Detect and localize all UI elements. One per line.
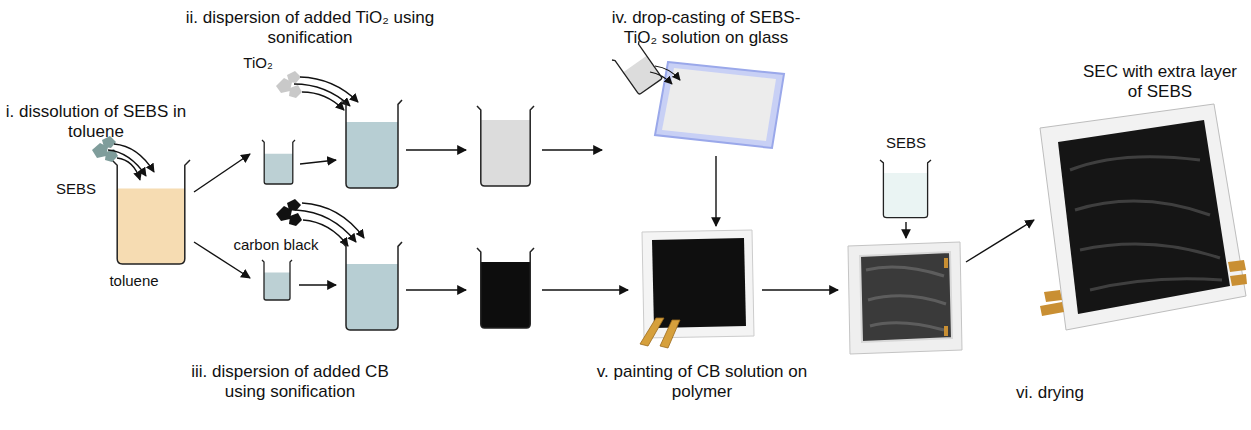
pouring-beaker (612, 41, 664, 96)
step-caption: vi. drying (995, 383, 1105, 403)
flow-arrow (542, 289, 628, 290)
beaker-sonication (342, 242, 402, 330)
flow-arrow (542, 149, 602, 150)
pour-arrow (655, 66, 680, 80)
coated-electrode (848, 242, 962, 354)
beaker-sebs (880, 160, 931, 218)
beaker-small (262, 140, 295, 184)
flow-arrow (406, 149, 466, 150)
step-caption: iii. dispersion of added CB using sonifi… (190, 362, 390, 402)
material-label: carbon black (226, 236, 326, 254)
beaker-sonication (342, 100, 402, 188)
result-caption: SEC with extra layer of SEBS (1074, 62, 1246, 102)
flow-arrow (299, 284, 336, 285)
material-label: toluene (89, 272, 179, 290)
pour-arrow (302, 203, 364, 238)
step-caption: v. painting of CB solution on polymer (595, 362, 810, 402)
material-label: SEBS (876, 134, 936, 152)
pour-arrow (302, 92, 344, 110)
carbon-black-powder (276, 199, 302, 226)
beaker-small (262, 260, 292, 300)
step-caption: ii. dispersion of added TiO₂ using sonif… (160, 8, 460, 48)
beaker-toluene (112, 160, 190, 264)
painted-electrode (640, 230, 754, 348)
beaker-sebs-tio2 (477, 106, 534, 186)
pour-arrow (650, 72, 672, 84)
flow-arrow (715, 156, 716, 226)
flow-arrow (300, 160, 336, 164)
flow-arrow (905, 222, 906, 238)
pour-arrow (108, 150, 146, 176)
step-caption: iv. drop-casting of SEBS-TiO₂ solution o… (597, 8, 815, 48)
material-label: TiO₂ (228, 54, 288, 72)
glass-slide (655, 62, 784, 148)
flow-arrow (966, 220, 1034, 262)
pour-arrow (117, 158, 140, 180)
beaker-carbon-black (477, 248, 534, 328)
material-label: SEBS (50, 180, 102, 198)
sec-device (1040, 104, 1247, 330)
step-caption: i. dissolution of SEBS in toluene (3, 102, 189, 142)
flow-arrow (762, 289, 838, 290)
flow-arrow (194, 154, 250, 192)
flow-arrow (406, 289, 466, 290)
